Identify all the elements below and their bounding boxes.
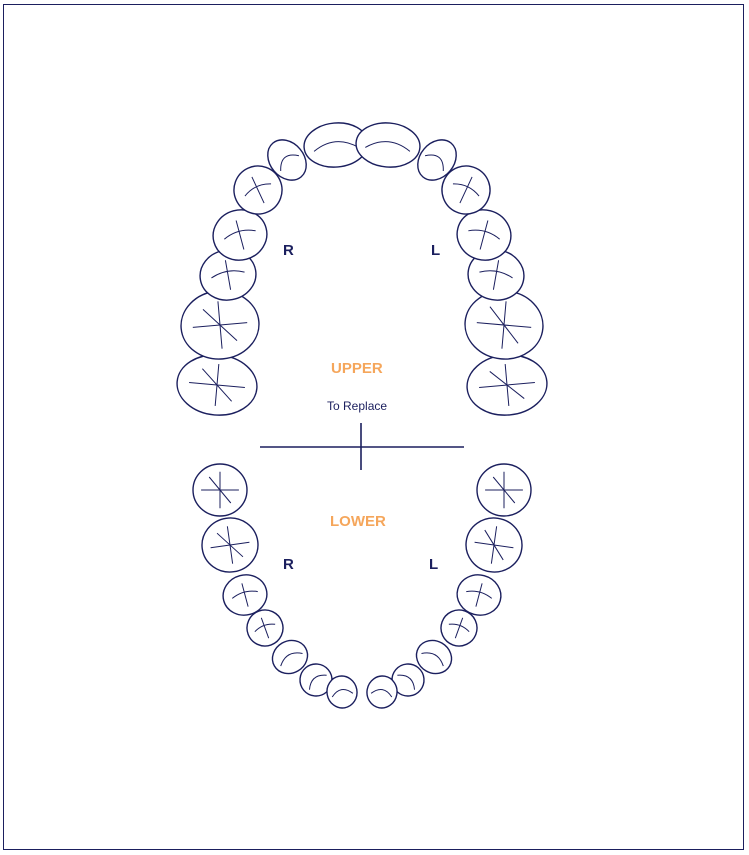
upper-right-label: R — [283, 242, 294, 259]
lower-right-label: R — [283, 556, 294, 573]
lower-left-tooth[interactable] — [463, 514, 526, 575]
lower-left-label: L — [429, 556, 438, 573]
to-replace-caption: To Replace — [327, 399, 387, 413]
lower-right-tooth[interactable] — [193, 464, 247, 516]
upper-left-tooth[interactable] — [354, 120, 422, 169]
lower-jaw-label: LOWER — [330, 513, 386, 530]
lower-left-tooth[interactable] — [477, 464, 531, 516]
lower-right-tooth[interactable] — [199, 514, 262, 575]
upper-right-tooth[interactable] — [175, 352, 260, 419]
lower-arch — [193, 464, 531, 710]
upper-left-label: L — [431, 242, 440, 259]
upper-left-tooth[interactable] — [465, 352, 550, 419]
upper-jaw-label: UPPER — [331, 360, 383, 377]
